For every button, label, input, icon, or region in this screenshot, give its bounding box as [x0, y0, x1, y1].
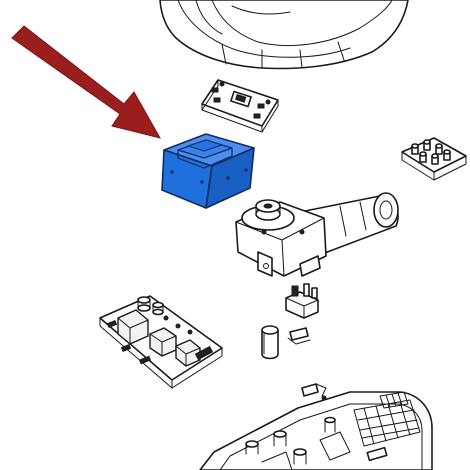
- small-board[interactable]: [201, 79, 279, 133]
- clip-icon[interactable]: [287, 327, 311, 345]
- capacitor[interactable]: [261, 325, 279, 360]
- gear-motor[interactable]: [235, 192, 399, 277]
- terminal-connector[interactable]: [285, 283, 319, 319]
- top-cover[interactable]: [159, 0, 409, 70]
- arrow-icon: [11, 25, 162, 139]
- control-board[interactable]: [99, 295, 223, 389]
- led-module[interactable]: [401, 137, 467, 181]
- base-housing[interactable]: [199, 383, 433, 470]
- transformer-icon[interactable]: [161, 133, 255, 209]
